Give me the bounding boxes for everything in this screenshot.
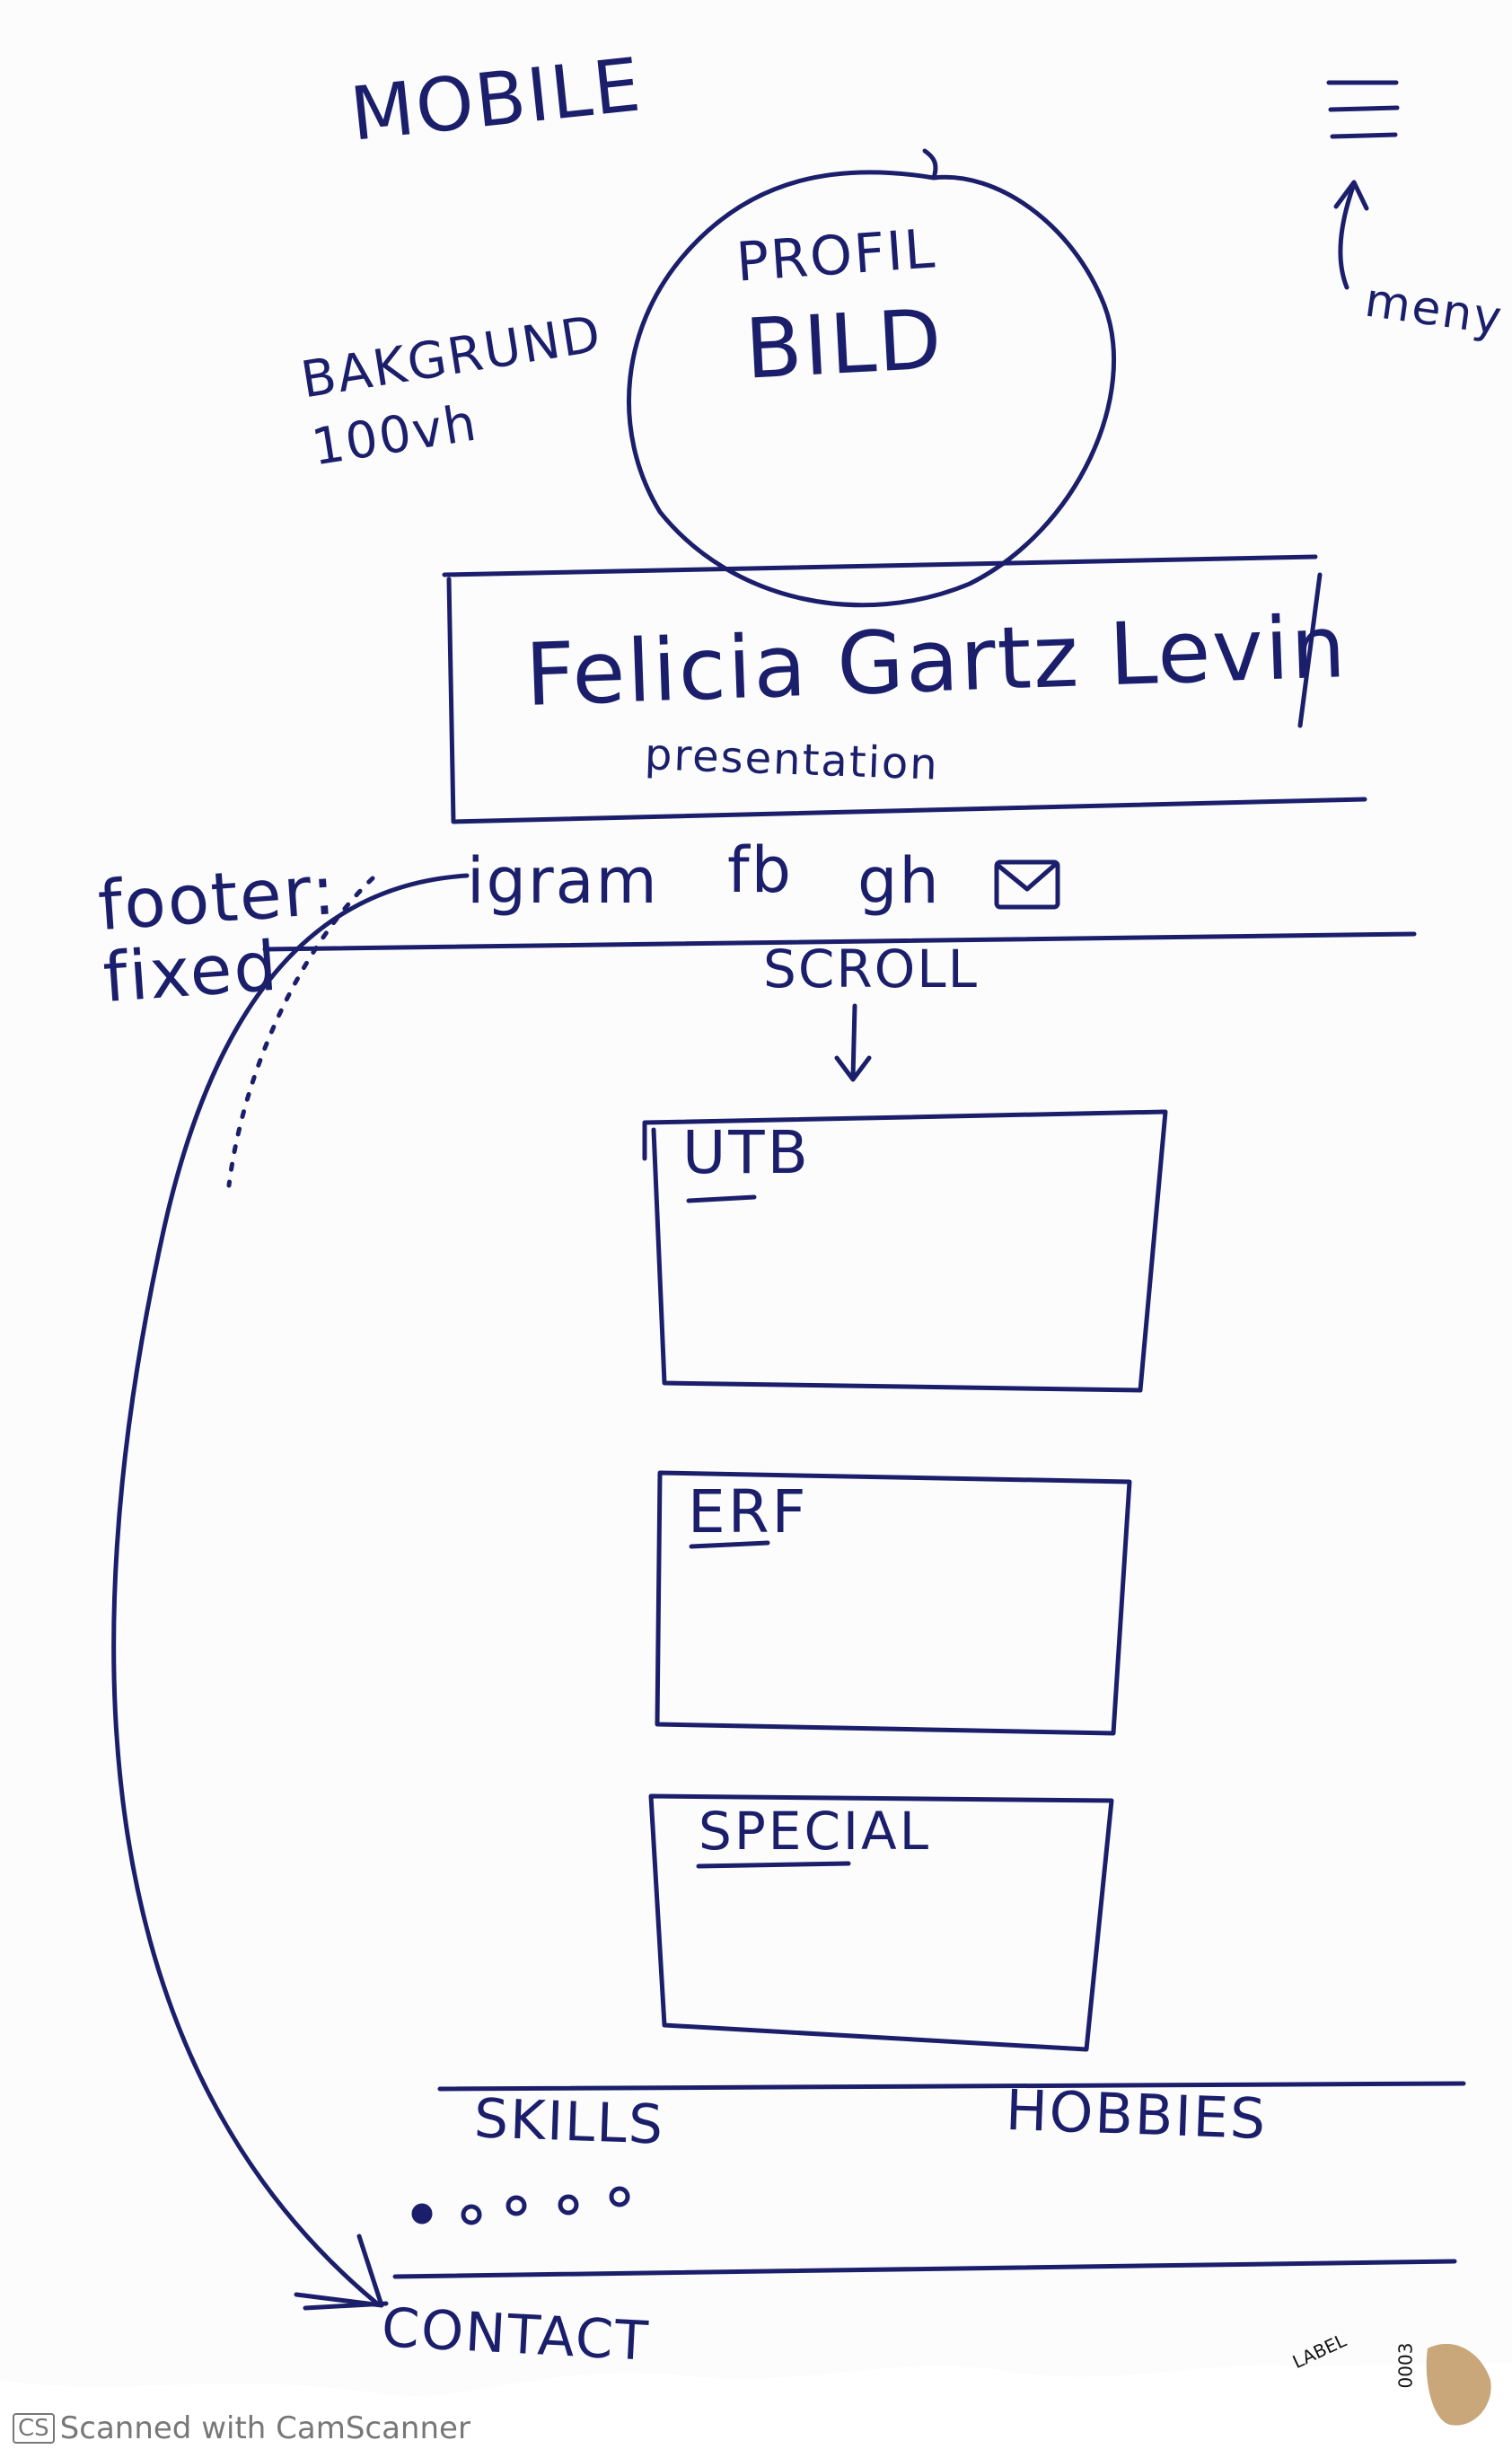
section-box-erf [655, 1470, 1132, 1736]
section-title-erf: ERF [688, 1477, 809, 1546]
section-title-utb: UTB [682, 1118, 811, 1187]
profile-picture-circle[interactable] [626, 148, 1117, 608]
menu-arrow-icon [1333, 180, 1369, 290]
hamburger-menu-icon[interactable] [1326, 80, 1400, 139]
instagram-link[interactable]: igram [467, 844, 659, 918]
name-box [442, 554, 1367, 824]
scroll-arrow-icon [834, 1003, 872, 1082]
contact-divider-line [392, 2259, 1457, 2279]
footer-to-contact-arrow [111, 873, 470, 2306]
section-box-special [648, 1793, 1114, 2052]
presentation-text: presentation [644, 729, 940, 790]
scanner-watermark-text: Scanned with CamScanner [59, 2410, 470, 2446]
facebook-link[interactable]: fb [727, 833, 794, 907]
sticker-text: 0003 [1394, 2342, 1417, 2389]
section-title-special: SPECIAL [699, 1801, 932, 1862]
footer-note: footer: fixed [95, 850, 344, 1018]
github-link[interactable]: gh [857, 844, 941, 918]
skill-rating-dots [411, 2186, 630, 2225]
skills-label: SKILLS [472, 2087, 666, 2157]
profile-picture-label: BILD [743, 291, 946, 398]
torn-paper-edge [0, 2344, 1512, 2458]
skills-divider-line [437, 2081, 1466, 2092]
scroll-note: SCROLL [763, 938, 979, 1000]
section-box-utb [642, 1109, 1168, 1393]
envelope-icon[interactable] [994, 859, 1060, 910]
footer-line [262, 931, 1417, 952]
camscanner-logo-icon: CS [13, 2413, 55, 2444]
hobbies-label: HOBBIES [1004, 2076, 1269, 2153]
